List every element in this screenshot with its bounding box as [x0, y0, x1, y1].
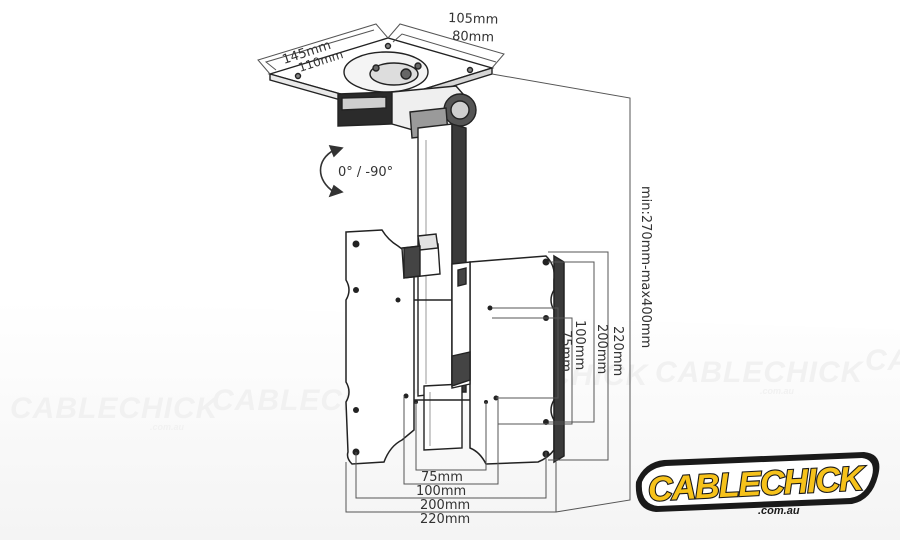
- ceiling-width-inner: 80mm: [452, 29, 494, 45]
- svg-text:CABLECHICK: CABLECHICK: [865, 344, 900, 377]
- watermark-right: CABLECHICK .com.au: [655, 356, 865, 396]
- tilt-arrow-icon: [319, 144, 344, 198]
- watermark-far-right: CABLECHICK: [865, 344, 900, 377]
- vesa-height-220: 220mm: [610, 326, 625, 376]
- vesa-horizontal-dimension-lines: [345, 396, 557, 513]
- vesa-width-75: 75mm: [421, 470, 463, 485]
- tilt-angle-label: 0° / -90°: [338, 165, 393, 180]
- svg-text:.com.au: .com.au: [758, 505, 800, 517]
- svg-text:CABLECHICK: CABLECHICK: [655, 356, 865, 389]
- svg-text:.com.au: .com.au: [150, 422, 185, 432]
- watermark-left: CABLECHICK .com.au: [10, 392, 220, 432]
- ceiling-dimension-lines: [257, 23, 505, 75]
- ceiling-width-outer: 105mm: [448, 11, 499, 28]
- vesa-height-100: 100mm: [572, 320, 587, 370]
- height-dimension-line: [491, 73, 631, 513]
- vesa-width-100: 100mm: [416, 484, 466, 499]
- svg-text:.com.au: .com.au: [760, 386, 795, 396]
- vesa-height-75: 75mm: [558, 330, 573, 372]
- vesa-height-200: 200mm: [594, 324, 609, 374]
- quick-release-clamp: [401, 233, 471, 389]
- tilt-hinge: [337, 85, 477, 139]
- vesa-mount-holes: [352, 240, 550, 458]
- vesa-vertical-dimension-lines: [492, 251, 609, 461]
- cablechick-logo: CABLECHICK .com.au: [635, 452, 880, 517]
- svg-text:CABLECHICK: CABLECHICK: [10, 392, 220, 425]
- vesa-width-220: 220mm: [420, 512, 470, 527]
- vesa-width-200: 200mm: [420, 498, 470, 513]
- height-range-label: min:270mm-max400mm: [638, 186, 653, 348]
